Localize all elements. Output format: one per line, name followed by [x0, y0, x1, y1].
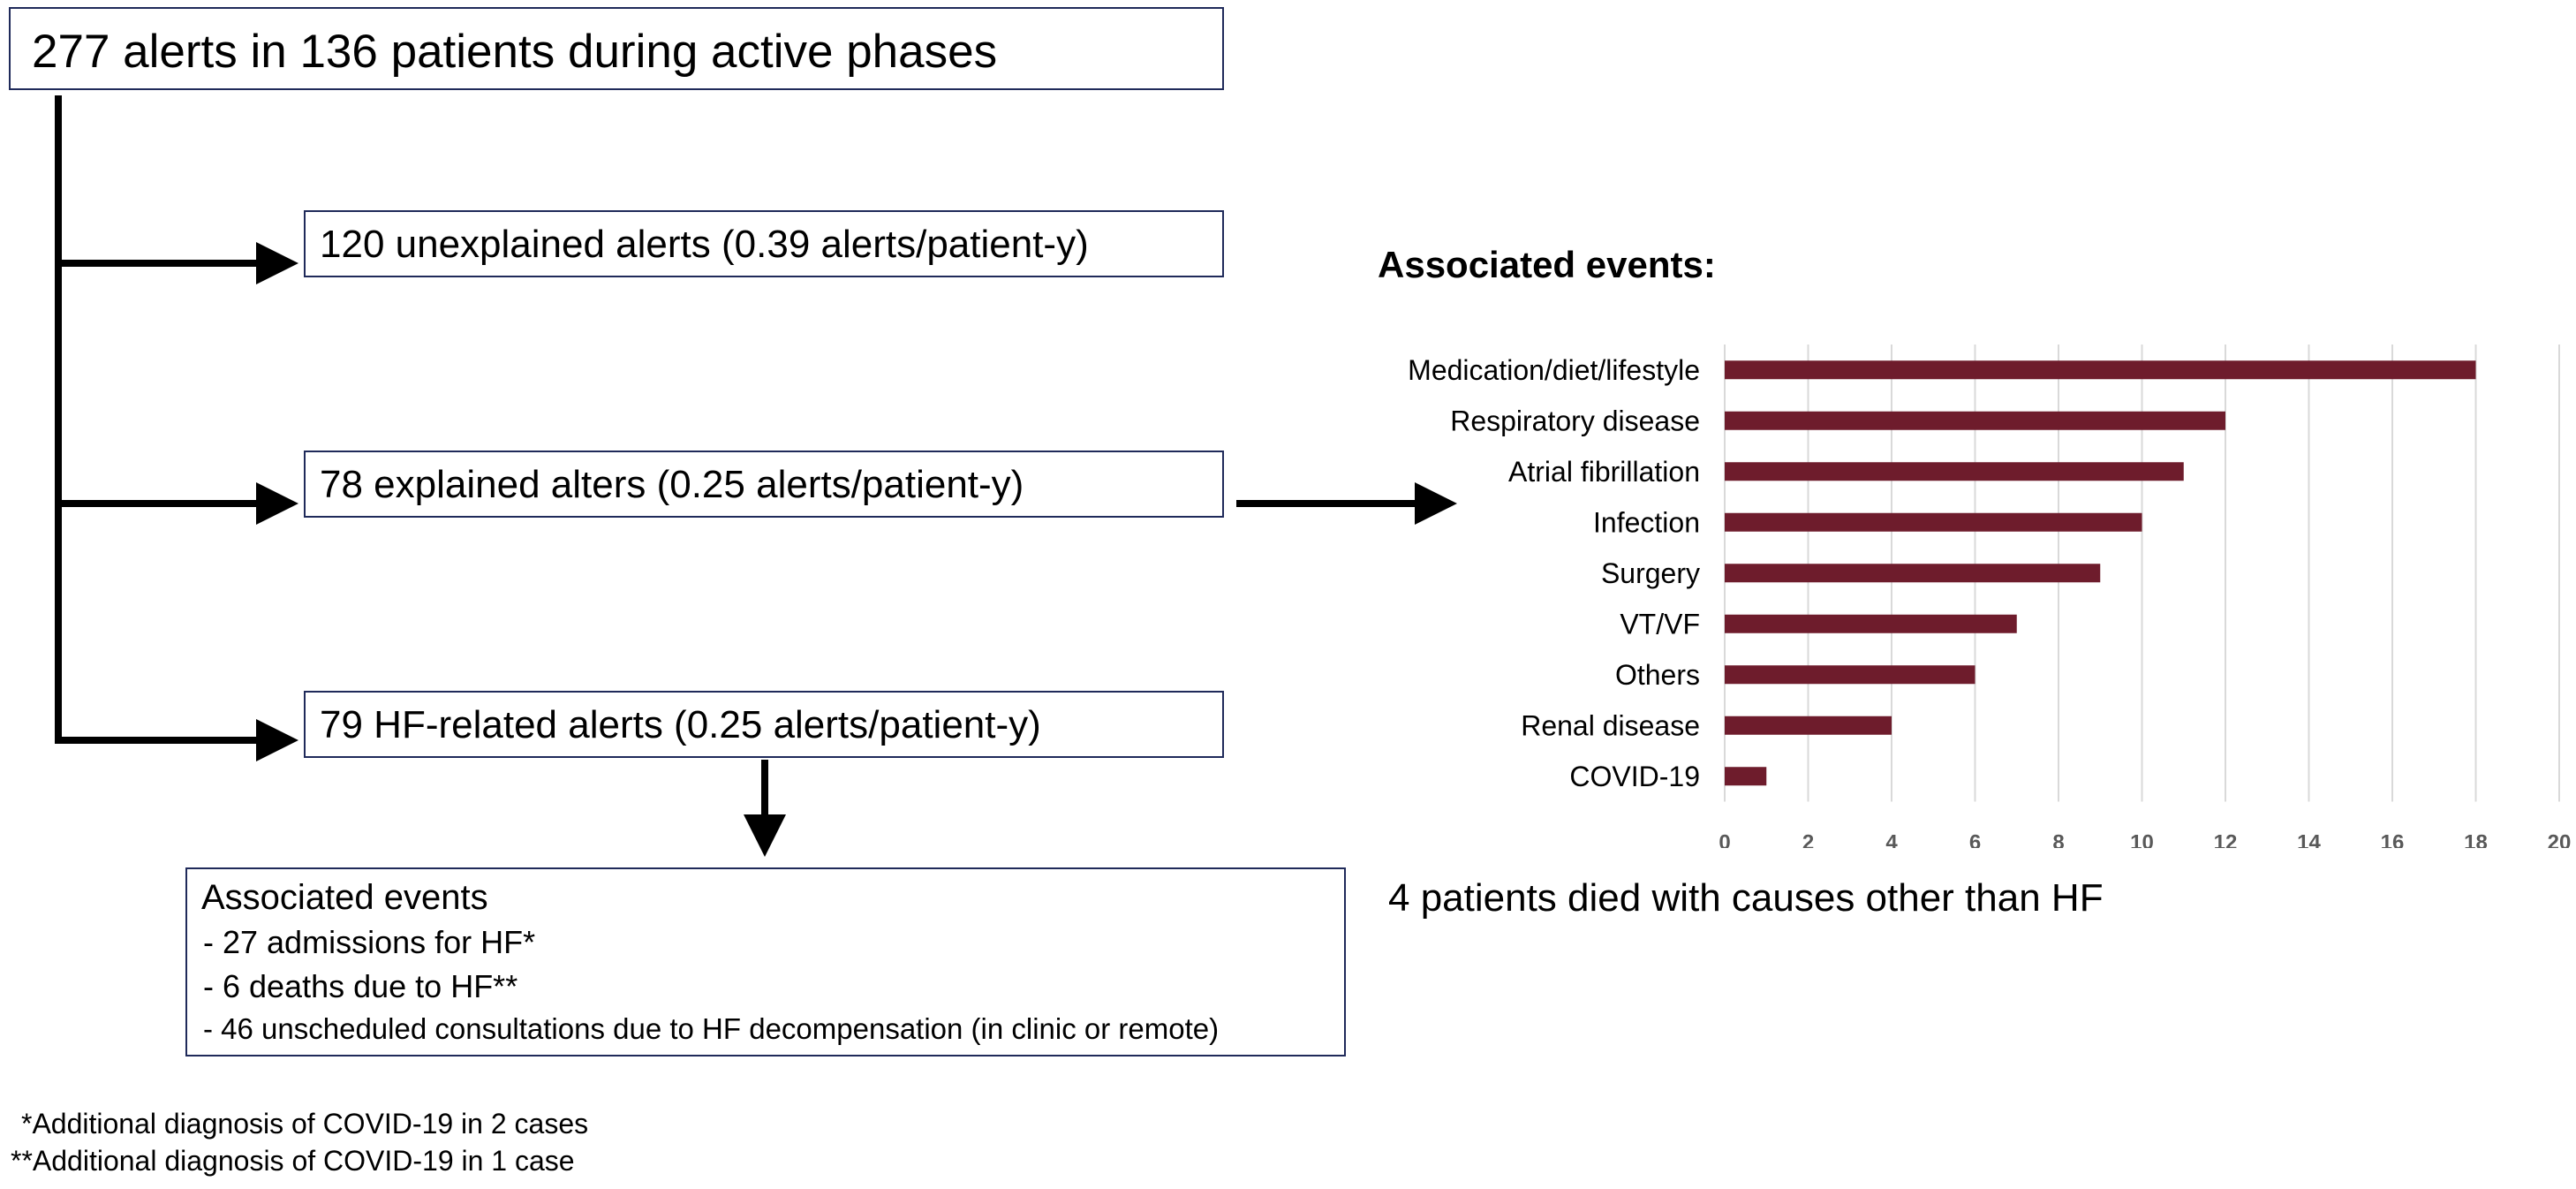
bar-vt-vf	[1725, 614, 2017, 633]
category-label: Medication/diet/lifestyle	[1408, 354, 1700, 386]
bar-covid-19	[1725, 767, 1767, 786]
bar-surgery	[1725, 564, 2101, 583]
hf-event-deaths: - 6 deaths due to HF**	[203, 968, 518, 1004]
x-tick-label: 0	[1719, 831, 1730, 849]
category-label: Others	[1615, 659, 1700, 691]
bar-infection	[1725, 512, 2142, 532]
category-label: Respiratory disease	[1450, 405, 1700, 436]
hf-related-alerts-box: 79 HF-related alerts (0.25 alerts/patien…	[304, 691, 1224, 758]
footnote-2: **Additional diagnosis of COVID-19 in 1 …	[11, 1145, 575, 1177]
explained-alerts-box: 78 explained alters (0.25 alerts/patient…	[304, 451, 1224, 518]
chart-title: Associated events:	[1378, 244, 1716, 285]
footnote-1: *Additional diagnosis of COVID-19 in 2 c…	[21, 1108, 589, 1140]
hf-associated-events-box: Associated events - 27 admissions for HF…	[185, 867, 1346, 1056]
category-label: Renal disease	[1521, 709, 1700, 741]
bar-medication-diet-lifestyle	[1725, 360, 2476, 380]
x-tick-label: 8	[2052, 831, 2064, 849]
category-label: Surgery	[1601, 557, 1700, 589]
x-tick-label: 14	[2297, 831, 2321, 849]
x-tick-label: 18	[2464, 831, 2488, 849]
category-label: COVID-19	[1569, 761, 1700, 792]
hf-event-admissions: - 27 admissions for HF*	[203, 924, 536, 960]
bar-respiratory-disease	[1725, 411, 2225, 430]
x-tick-label: 6	[1969, 831, 1981, 849]
x-tick-label: 10	[2130, 831, 2154, 849]
other-deaths-text: 4 patients died with causes other than H…	[1388, 876, 2104, 920]
unexplained-alerts-box: 120 unexplained alerts (0.39 alerts/pati…	[304, 210, 1224, 277]
category-label: Atrial fibrillation	[1508, 456, 1700, 488]
hf-event-consultations: - 46 unscheduled consultations due to HF…	[203, 1012, 1220, 1045]
explained-alerts-text: 78 explained alters (0.25 alerts/patient…	[320, 463, 1024, 506]
x-tick-label: 2	[1802, 831, 1814, 849]
category-label: VT/VF	[1620, 608, 1700, 640]
bar-atrial-fibrillation	[1725, 462, 2184, 481]
bar-others	[1725, 665, 1975, 685]
unexplained-alerts-text: 120 unexplained alerts (0.39 alerts/pati…	[320, 223, 1089, 266]
x-tick-label: 12	[2214, 831, 2238, 849]
x-tick-label: 20	[2548, 831, 2572, 849]
category-label: Infection	[1593, 506, 1700, 538]
x-tick-label: 16	[2381, 831, 2405, 849]
hf-events-title: Associated events	[201, 878, 488, 917]
hf-related-alerts-text: 79 HF-related alerts (0.25 alerts/patien…	[320, 703, 1041, 746]
x-tick-label: 4	[1885, 831, 1898, 849]
bar-renal-disease	[1725, 716, 1892, 735]
total-alerts-text: 277 alerts in 136 patients during active…	[32, 26, 998, 78]
total-alerts-box: 277 alerts in 136 patients during active…	[9, 7, 1224, 90]
